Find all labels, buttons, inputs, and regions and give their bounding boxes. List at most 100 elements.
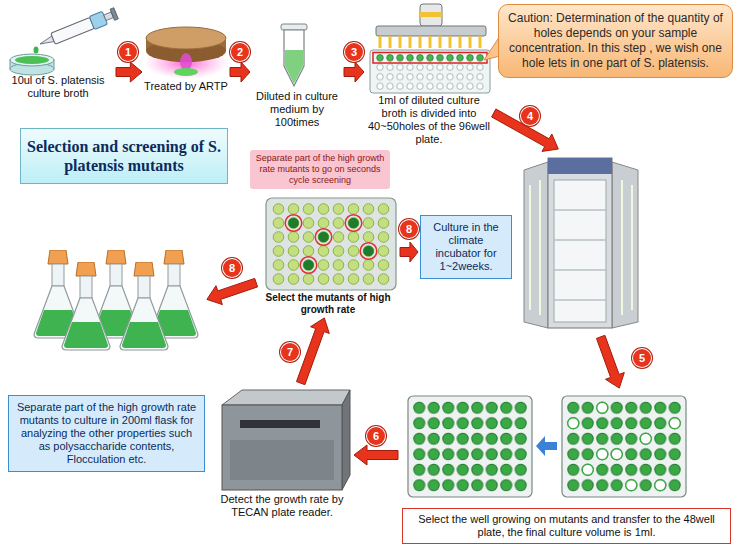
climate-incubator <box>548 158 612 174</box>
climate-incubator <box>554 210 606 300</box>
selection-plate <box>345 215 362 232</box>
step-stage: Select the mutants of high growth rate <box>258 196 398 316</box>
pipette-drawing <box>39 36 54 47</box>
multichannel-pipette <box>419 36 422 48</box>
well-plate-48 <box>582 464 593 475</box>
step-arrow <box>344 62 364 82</box>
node-text: 10ul of S. platensis culture broth <box>2 74 114 100</box>
artp-device <box>174 68 198 76</box>
step-number: 3 <box>345 43 363 61</box>
well-plate-48 <box>536 436 557 456</box>
pipette-drawing <box>34 7 119 54</box>
multichannel-pipette <box>429 36 432 48</box>
step-stage: Culture in the climate incubator for 1~2… <box>420 150 645 335</box>
step-arrow <box>354 445 398 465</box>
climate-incubator <box>554 269 606 271</box>
selection-plate <box>285 215 377 274</box>
node-text: Caution: Determination of the quantity o… <box>507 11 724 71</box>
step-stage: Select the well growing on mutants and t… <box>400 390 733 544</box>
artp-device <box>144 27 228 79</box>
step-stage: 10ul of S. platensis culture broth <box>2 4 114 100</box>
step-stage: 1ml of diluted culture broth is divided … <box>366 6 492 146</box>
selection-plate <box>300 257 317 274</box>
plate-reader <box>230 440 334 480</box>
climate-incubator <box>524 158 638 328</box>
multichannel-pipette <box>420 12 442 17</box>
multichannel-pipette <box>439 36 442 48</box>
node-text: Culture in the climate incubator for 1~2… <box>420 215 512 279</box>
centrifuge-tube <box>281 24 307 86</box>
well-plate-96 <box>370 50 490 93</box>
selection-plate <box>285 215 302 232</box>
multichannel-pipette <box>379 36 382 48</box>
node-text: 1ml of diluted culture broth is divided … <box>366 94 492 146</box>
culture-dish <box>10 54 54 66</box>
node-text: Diluted in culture medium by 100times <box>252 90 342 129</box>
well-plate-48 <box>408 396 532 497</box>
climate-incubator <box>554 180 606 322</box>
pipette-drawing <box>34 47 39 54</box>
centrifuge-tube <box>281 24 307 30</box>
note-box: Separate part of the high growth rate mu… <box>250 150 390 189</box>
well-plate-48 <box>408 396 686 497</box>
node-text: Separate part of the high growth rate mu… <box>8 395 205 472</box>
step-arrow <box>297 318 330 385</box>
node-text: Selection and screening of S. platensis … <box>27 137 221 175</box>
multichannel-pipette <box>469 36 472 48</box>
climate-incubator <box>548 158 612 328</box>
step-number: 4 <box>521 107 539 125</box>
climate-incubator <box>524 162 548 328</box>
title-box: Selection and screening of S. platensis … <box>20 128 228 184</box>
selection-plate <box>315 229 332 246</box>
well-plate-48 <box>597 402 608 413</box>
selection-plate <box>266 198 396 290</box>
well-plate-48 <box>568 402 681 491</box>
climate-incubator <box>554 299 606 301</box>
step-arrow <box>230 62 250 82</box>
selection-plate <box>303 260 314 271</box>
step-number: 6 <box>367 427 385 445</box>
pipette-drawing <box>51 17 94 44</box>
plate-reader <box>222 405 342 490</box>
selection-plate <box>271 202 391 286</box>
step-arrow <box>400 242 418 262</box>
step-stage: Diluted in culture medium by 100times <box>252 22 342 129</box>
plate-reader <box>222 390 350 405</box>
pipette-drawing <box>37 7 118 51</box>
climate-incubator <box>631 185 633 310</box>
pipette-drawing <box>89 11 107 29</box>
step-number: 8 <box>223 259 241 277</box>
well-plate-48 <box>626 480 637 491</box>
step-arrow <box>597 335 625 388</box>
step-number: 5 <box>633 349 651 367</box>
selection-plate <box>348 218 359 229</box>
artp-device <box>146 27 226 49</box>
multichannel-pipette <box>449 36 452 48</box>
culture-flasks <box>120 262 168 350</box>
climate-incubator <box>529 185 531 310</box>
multichannel-pipette <box>376 4 486 48</box>
well-plate-96 <box>375 53 485 91</box>
step-number: 8 <box>400 220 418 238</box>
step-stage: Detect the growth rate by TECAN plate re… <box>212 385 352 519</box>
climate-incubator <box>539 180 541 315</box>
node-text: Detect the growth rate by TECAN plate re… <box>212 493 352 519</box>
step-number: 7 <box>281 343 299 361</box>
well-plate-48 <box>640 433 651 444</box>
well-plate-48 <box>669 418 680 429</box>
multichannel-pipette <box>389 36 392 48</box>
selection-plate <box>363 246 374 257</box>
step-stage: Separate part of the high growth rate mu… <box>8 250 205 472</box>
well-plate-48 <box>597 449 608 460</box>
multichannel-pipette <box>459 36 462 48</box>
centrifuge-tube <box>284 30 304 86</box>
multichannel-pipette <box>376 26 486 36</box>
pipette-drawing <box>110 8 118 21</box>
step-arrow <box>207 278 258 304</box>
step-arrow <box>116 62 142 82</box>
climate-incubator <box>612 162 638 328</box>
plate-reader <box>342 390 350 490</box>
well-plate-48 <box>611 449 622 460</box>
climate-incubator <box>621 180 623 315</box>
